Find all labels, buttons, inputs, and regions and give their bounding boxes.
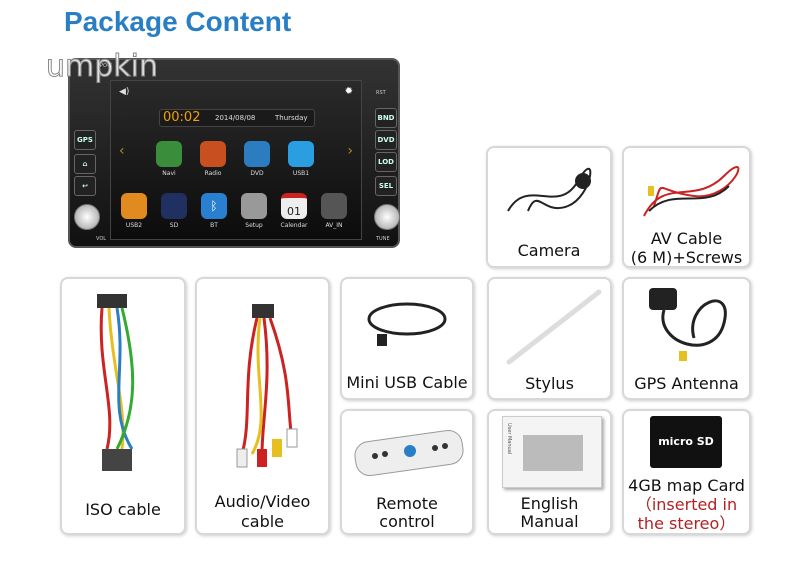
stereo-screen: ◀) ✹ 00:02 2014/08/08 Thursday ‹ › Navi … [110, 80, 362, 240]
micro-sd-card-image: micro SD [650, 416, 722, 468]
av-in-icon [321, 193, 347, 219]
audio-video-cable-image [236, 304, 298, 468]
sd-icon [161, 193, 187, 219]
app-label: Navi [162, 170, 176, 177]
date: 2014/08/08 [215, 114, 256, 122]
item-label: Mini USB Cable [346, 373, 468, 392]
radio-icon [200, 141, 226, 167]
item-stylus: Stylus [487, 277, 612, 400]
manual-image: User Manual [502, 416, 602, 488]
car-stereo-image: POW GPS ⌂ ↩ VOL BND DVD LOD SEL TUNE RST… [68, 58, 400, 248]
item-label: Remote [376, 494, 438, 513]
bluetooth-icon: ᛒ [201, 193, 227, 219]
pumpkin-logo: umpkin [45, 49, 159, 84]
app-label: SD [169, 222, 179, 229]
calendar-icon: 01 [281, 193, 307, 219]
item-label: Stylus [525, 374, 574, 393]
bnd-button: BND [375, 108, 397, 128]
stylus-image [506, 289, 602, 365]
speaker-icon: ◀) [119, 87, 130, 97]
back-icon: ↩ [74, 176, 96, 196]
item-label: ISO cable [85, 500, 161, 519]
remote-control-image [354, 429, 464, 477]
mini-usb-cable-image [367, 302, 447, 346]
item-gps-antenna: GPS Antenna [622, 277, 751, 400]
item-label: Camera [517, 241, 581, 260]
item-camera: Camera [486, 146, 612, 268]
app-label: Setup [245, 222, 263, 229]
lod-button: LOD [375, 152, 397, 172]
item-iso-cable: ISO cable [60, 277, 186, 535]
item-label: 4GB map Card [628, 476, 745, 495]
item-label: Manual [520, 512, 579, 531]
item-english-manual: User Manual English Manual [487, 409, 612, 535]
app-label: DVD [250, 170, 264, 177]
page-title: Package Content [64, 6, 292, 37]
camera-image [507, 167, 592, 212]
home-icon: ⌂ [74, 154, 96, 174]
app-label: USB1 [292, 170, 310, 177]
av-cable-image [643, 166, 740, 217]
iso-cable-image [97, 294, 135, 471]
sel-button: SEL [375, 176, 397, 196]
setup-icon [241, 193, 267, 219]
clock: 00:02 [163, 110, 201, 125]
item-label: control [379, 512, 435, 531]
manual-cover-text: User Manual [506, 423, 512, 455]
rst-label: RST [376, 90, 386, 96]
app-label: Calendar [280, 222, 308, 229]
app-label: Radio [204, 170, 222, 177]
navi-icon [156, 141, 182, 167]
usb2-icon [121, 193, 147, 219]
day: Thursday [275, 114, 308, 122]
dvd-button: DVD [375, 130, 397, 150]
next-arrow-icon: › [347, 143, 353, 159]
app-label: AV_IN [325, 222, 343, 229]
item-note: the stereo） [637, 514, 736, 533]
tune-knob [374, 204, 400, 230]
item-label: GPS Antenna [634, 374, 739, 393]
item-av-cable: AV Cable (6 M)+Screws [622, 146, 751, 268]
item-label: (6 M)+Screws [630, 248, 743, 267]
vol-label: VOL [96, 236, 107, 242]
item-mini-usb-cable: Mini USB Cable [340, 277, 474, 400]
brightness-icon: ✹ [344, 86, 353, 97]
dvd-icon [244, 141, 270, 167]
item-audio-video-cable: Audio/Video cable [195, 277, 330, 535]
gps-antenna-image [649, 288, 727, 361]
gps-button: GPS [74, 130, 96, 150]
item-remote-control: Remote control [340, 409, 474, 535]
volume-knob [74, 204, 100, 230]
item-note: （inserted in [635, 495, 738, 514]
item-label: cable [240, 512, 285, 531]
app-label: BT [210, 222, 218, 229]
item-label: AV Cable [650, 229, 723, 248]
pow-label: POW [100, 63, 112, 69]
app-label: USB2 [125, 222, 143, 229]
usb1-icon [288, 141, 314, 167]
prev-arrow-icon: ‹ [119, 143, 125, 159]
item-label: English [520, 494, 579, 513]
item-map-card: micro SD 4GB map Card （inserted in the s… [622, 409, 751, 535]
tune-label: TUNE [376, 236, 390, 242]
item-label: Audio/Video [214, 492, 311, 511]
